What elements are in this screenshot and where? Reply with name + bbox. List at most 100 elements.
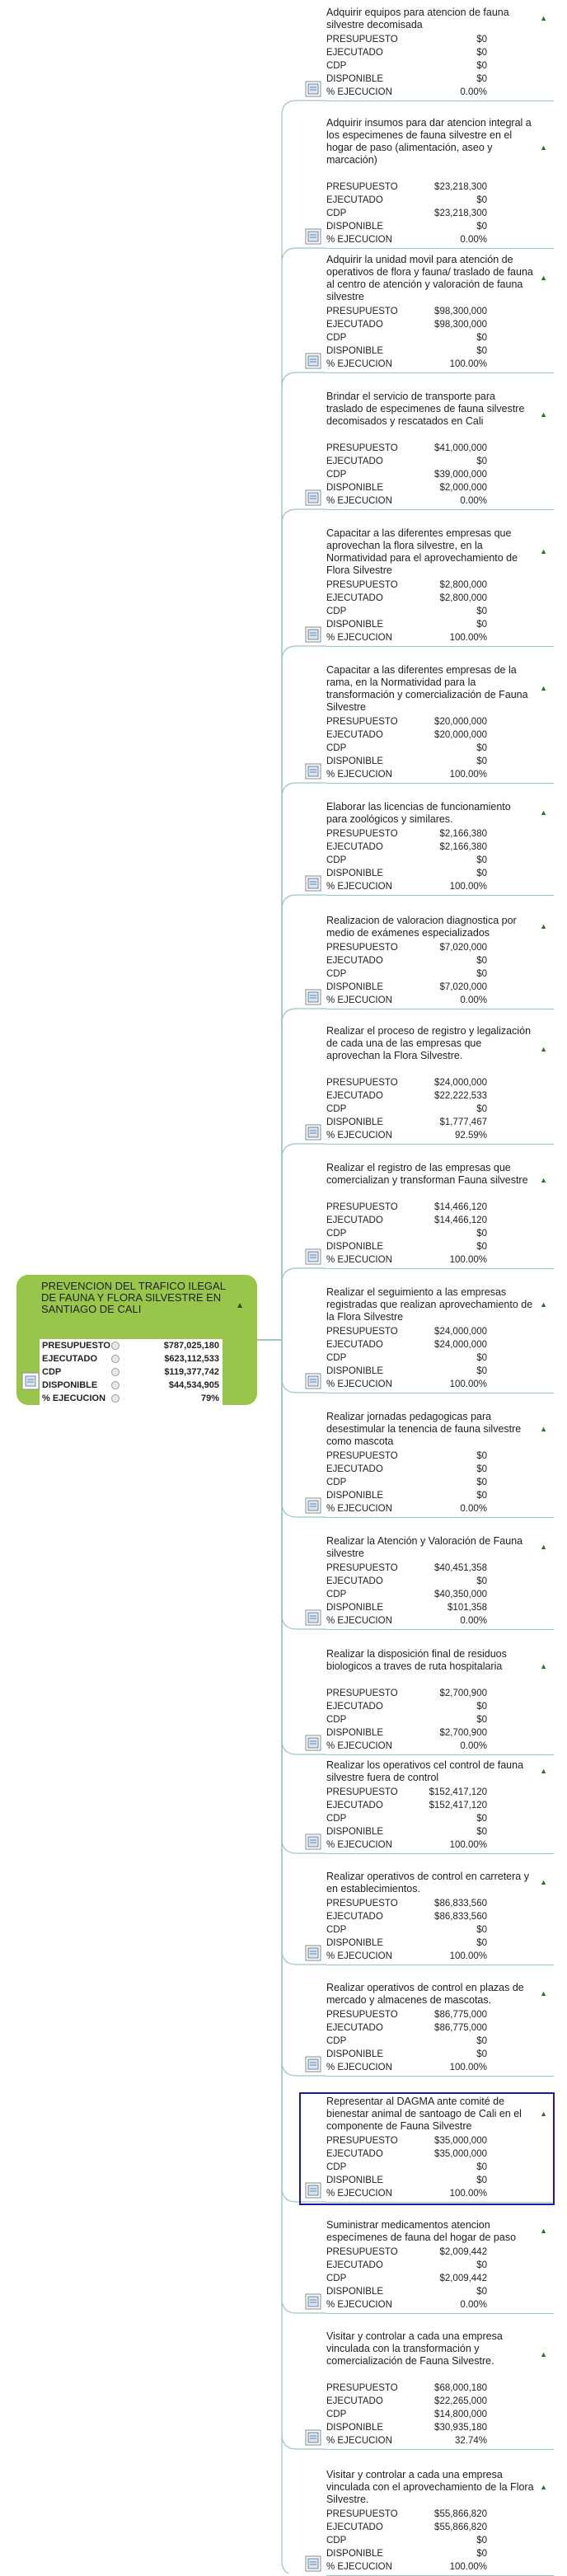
note-icon[interactable] (305, 1497, 321, 1514)
topic-title: Realizar el seguimiento a las empresas r… (326, 1286, 533, 1323)
collapse-arrow-icon[interactable]: ▲ (540, 2482, 547, 2491)
metric-value: $35,000,000 (434, 2136, 487, 2146)
note-icon[interactable] (305, 1945, 321, 1961)
topic-node[interactable]: Realizacion de valoracion diagnostica po… (300, 915, 554, 1009)
collapse-arrow-icon[interactable]: ▲ (540, 2109, 547, 2118)
topic-node[interactable]: Visitar y controlar a cada una empresa v… (300, 2469, 554, 2576)
topic-node[interactable]: Realizar el proceso de registro y legali… (300, 1025, 554, 1145)
collapse-arrow-icon[interactable]: ▲ (540, 14, 547, 22)
metric-label: EJECUTADO (326, 593, 383, 603)
topic-node[interactable]: Realizar el registro de las empresas que… (300, 1162, 554, 1269)
collapse-arrow-icon[interactable]: ▲ (540, 1767, 547, 1775)
note-icon[interactable] (305, 763, 321, 780)
topic-node[interactable]: Realizar operativos de control en plazas… (300, 1982, 554, 2077)
collapse-arrow-icon[interactable]: ▲ (540, 1424, 547, 1433)
note-icon[interactable] (305, 2555, 321, 2572)
topic-node[interactable]: Realizar la disposición final de residuo… (300, 1648, 554, 1755)
topic-node[interactable]: Adquirir equipos para atencion de fauna … (300, 7, 554, 101)
topic-node[interactable]: Realizar operativos de control en carret… (300, 1871, 554, 1965)
note-icon[interactable] (305, 228, 321, 245)
note-icon[interactable] (305, 2293, 321, 2310)
root-title: PREVENCION DEL TRAFICO ILEGAL DE FAUNA Y… (41, 1280, 226, 1315)
topic-node[interactable]: Visitar y controlar a cada una empresa v… (300, 2330, 554, 2450)
topic-node[interactable]: Adquirir insumos para dar atencion integ… (300, 117, 554, 249)
metric-row-ejecutado: EJECUTADO$0 (326, 1700, 487, 1713)
collapse-arrow-icon[interactable]: ▲ (540, 274, 547, 282)
collapse-arrow-icon[interactable]: ▲ (236, 1301, 244, 1310)
metric-value: 100.00% (449, 2189, 487, 2199)
topic-node[interactable]: Suministrar medicamentos atencion especí… (300, 2219, 554, 2314)
metric-label: DISPONIBLE (326, 1728, 384, 1738)
collapse-arrow-icon[interactable]: ▲ (540, 1878, 547, 1886)
collapse-arrow-icon[interactable]: ▲ (540, 143, 547, 152)
metric-label: % EJECUCION (326, 995, 392, 1005)
note-icon[interactable] (305, 1609, 321, 1626)
collapse-arrow-icon[interactable]: ▲ (540, 1989, 547, 1998)
topic-node[interactable]: Brindar el servicio de transporte para t… (300, 391, 554, 510)
metric-row-presupuesto: PRESUPUESTO$98,300,000 (326, 305, 487, 318)
topic-node[interactable]: Elaborar las licencias de funcionamiento… (300, 801, 554, 896)
topic-node[interactable]: Capacitar a las diferentes empresas de l… (300, 664, 554, 784)
note-icon[interactable] (305, 1124, 321, 1140)
note-icon[interactable] (305, 626, 321, 643)
metric-label: CDP (326, 1478, 347, 1487)
topic-node[interactable]: Capacitar a las diferentes empresas que … (300, 527, 554, 647)
metric-value: $55,866,820 (434, 2509, 487, 2519)
collapse-arrow-icon[interactable]: ▲ (540, 1045, 547, 1053)
note-icon[interactable] (305, 875, 321, 892)
note-icon[interactable] (305, 1373, 321, 1389)
collapse-arrow-icon[interactable]: ▲ (540, 808, 547, 817)
root-topic[interactable]: PREVENCION DEL TRAFICO ILEGAL DE FAUNA Y… (16, 1275, 257, 1405)
topic-node[interactable]: Adquirir la unidad movil para atención d… (300, 254, 554, 373)
metric-row-presupuesto: PRESUPUESTO$23,218,300 (326, 180, 487, 194)
metric-value: $2,009,442 (439, 2274, 487, 2283)
metric-value: 100.00% (449, 1951, 487, 1961)
note-icon[interactable] (21, 1372, 40, 1390)
metric-label: % EJECUCION (326, 2300, 392, 2310)
metric-row-disponible: DISPONIBLE$101,358 (326, 1601, 487, 1614)
metric-value: $0 (476, 1491, 487, 1501)
collapse-arrow-icon[interactable]: ▲ (540, 1543, 547, 1551)
metric-row-presupuesto: PRESUPUESTO$41,000,000 (326, 442, 487, 455)
topic-node[interactable]: Realizar el seguimiento a las empresas r… (300, 1286, 554, 1393)
metric-value: $86,833,560 (434, 1899, 487, 1909)
metric-label: EJECUTADO (326, 1801, 383, 1810)
note-icon[interactable] (305, 2429, 321, 2446)
metric-label: DISPONIBLE (326, 1491, 384, 1501)
metric-value: $0 (476, 607, 487, 616)
collapse-arrow-icon[interactable]: ▲ (540, 410, 547, 419)
metric-label: CDP (326, 1229, 347, 1239)
topic-node[interactable]: Realizar los operativos cel control de f… (300, 1759, 554, 1854)
metric-label: EJECUTADO (326, 730, 383, 740)
topic-node[interactable]: Realizar jornadas pedagogicas para deses… (300, 1411, 554, 1518)
collapse-arrow-icon[interactable]: ▲ (540, 2350, 547, 2358)
note-icon[interactable] (305, 1248, 321, 1265)
note-icon[interactable] (305, 2056, 321, 2073)
metric-row-presupuesto: PRESUPUESTO$2,166,380 (326, 827, 487, 841)
collapse-arrow-icon[interactable]: ▲ (540, 1300, 547, 1309)
note-icon[interactable] (305, 489, 321, 506)
note-icon[interactable] (305, 1735, 321, 1751)
collapse-arrow-icon[interactable]: ▲ (540, 684, 547, 692)
topic-node[interactable]: Representar al DAGMA ante comité de bien… (300, 2096, 554, 2203)
collapse-arrow-icon[interactable]: ▲ (540, 1661, 547, 1670)
metric-value: $2,009,442 (439, 2247, 487, 2257)
collapse-arrow-icon[interactable]: ▲ (540, 1175, 547, 1184)
metric-value: $152,417,120 (429, 1801, 487, 1810)
note-icon[interactable] (305, 2182, 321, 2199)
collapse-arrow-icon[interactable]: ▲ (540, 2227, 547, 2235)
collapse-arrow-icon[interactable]: ▲ (540, 922, 547, 930)
metric-value: $7,020,000 (439, 943, 487, 953)
metric-row-ejecutado: EJECUTADO$22,265,000 (326, 2395, 487, 2408)
note-icon[interactable] (305, 81, 321, 97)
topic-node[interactable]: Realizar la Atención y Valoración de Fau… (300, 1535, 554, 1630)
note-icon[interactable] (305, 989, 321, 1005)
metric-value: $0 (476, 1478, 487, 1487)
note-icon[interactable] (305, 1834, 321, 1850)
note-icon[interactable] (305, 353, 321, 369)
collapse-arrow-icon[interactable]: ▲ (540, 547, 547, 555)
